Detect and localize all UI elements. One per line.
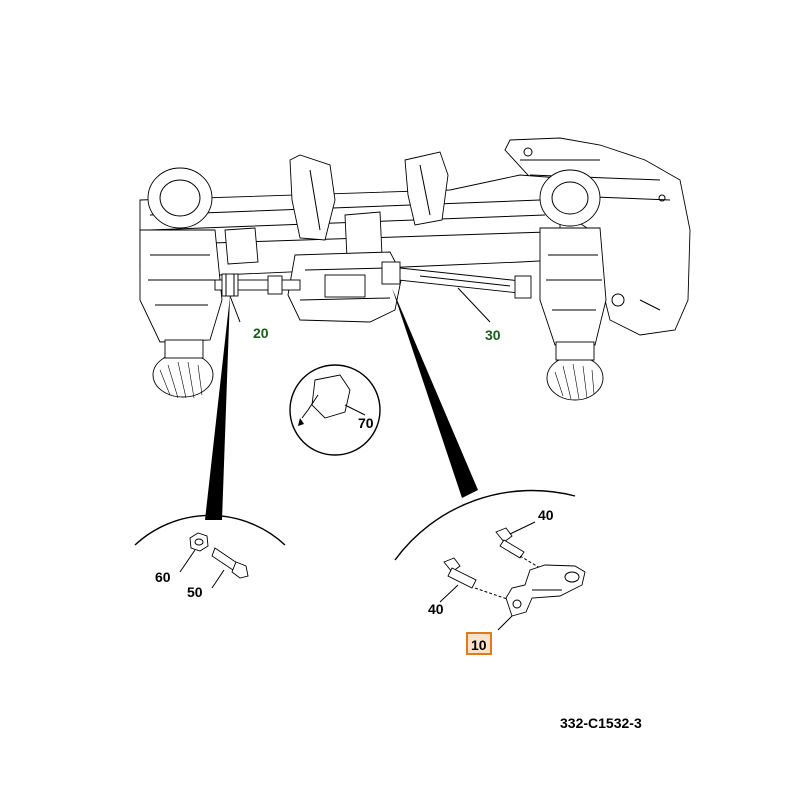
rear-drive-shaft [381, 261, 532, 299]
callout-70: 70 [358, 415, 374, 431]
right-detail-view: 40 40 10 [394, 489, 586, 655]
bolt-40-lower: 40 [428, 557, 477, 617]
callout-20: 20 [253, 325, 269, 341]
detail-pointer-right [392, 288, 478, 498]
bolt-40-upper: 40 [495, 507, 554, 559]
callout-60: 60 [155, 569, 171, 585]
nut-60: 60 [155, 532, 209, 585]
callout-10: 10 [471, 637, 487, 653]
callout-30: 30 [485, 327, 501, 343]
chassis-frame [139, 137, 691, 401]
threadlocker-detail: 70 [289, 364, 381, 456]
callout-50: 50 [187, 584, 203, 600]
bolt-50: 50 [187, 547, 249, 600]
diagram-reference-code: 332-C1532-3 [560, 715, 642, 731]
front-drive-shaft [214, 273, 301, 297]
shaft-bracket-10 [497, 564, 586, 631]
callout-10-highlight [466, 632, 492, 655]
left-detail-view: 60 50 [134, 514, 286, 600]
callout-40-upper: 40 [538, 507, 554, 523]
detail-pointer-left [205, 296, 230, 520]
callout-40-lower: 40 [428, 601, 444, 617]
